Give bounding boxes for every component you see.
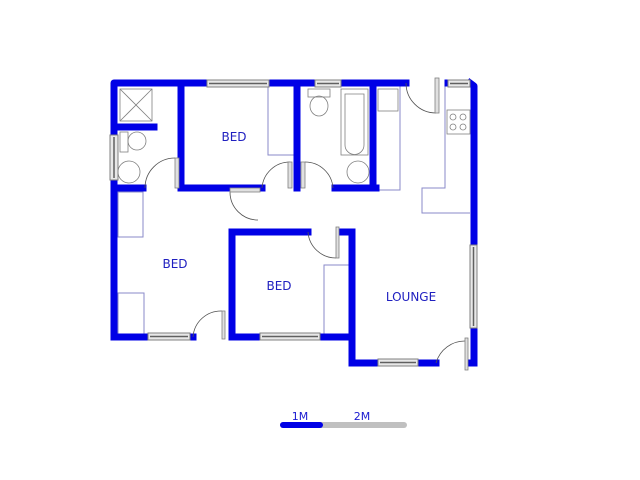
room-label-bed-2: BED: [162, 257, 188, 271]
room-label-bed-3: BED: [266, 279, 292, 293]
room-label-lounge: LOUNGE: [385, 290, 437, 304]
doors: [144, 82, 467, 364]
room-label-bed-1: BED: [221, 130, 247, 144]
sanitary: [117, 88, 471, 184]
scale-label-2m: 2M: [353, 410, 371, 423]
door-leaves: [174, 77, 469, 371]
walls: [110, 78, 478, 367]
scale-label-1m: 1M: [291, 410, 309, 423]
